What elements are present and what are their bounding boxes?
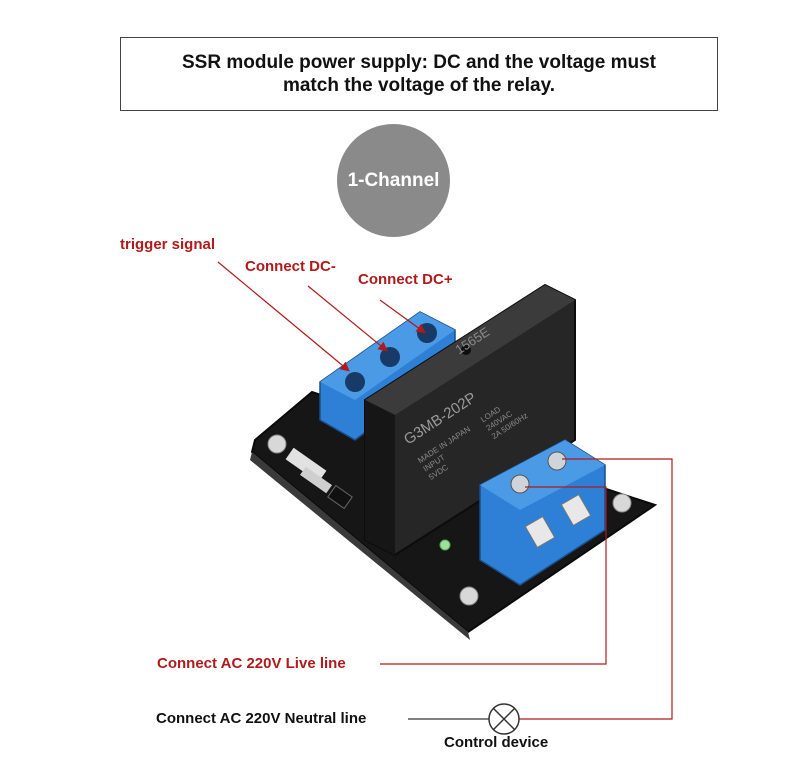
relay-body: G3MB-202P 1565E MADE IN JAPAN INPUT 5VDC… [364, 283, 576, 557]
header-text: SSR module power supply: DC and the volt… [159, 51, 679, 97]
mount-hole-icon [267, 434, 287, 454]
neutral-line-wire [519, 458, 673, 720]
connect-dc-minus-label: Connect DC- [245, 258, 336, 275]
trigger-signal-label: trigger signal [120, 236, 216, 253]
mount-hole-icon [459, 586, 479, 606]
led-icon [439, 539, 451, 551]
dc-minus-arrow [307, 285, 388, 352]
live-line-wire [380, 486, 607, 665]
dc-plus-arrow [379, 299, 426, 334]
channel-badge-label: 1-Channel [347, 169, 440, 191]
mount-hole-icon [612, 493, 632, 513]
header-line-1: SSR module power supply: DC and the volt… [182, 52, 656, 73]
ac-neutral-label: Connect AC 220V Neutral line [156, 710, 367, 727]
screw-icon [547, 451, 567, 471]
screw-icon [380, 347, 400, 367]
screw-icon [345, 372, 365, 392]
channel-badge: 1-Channel [337, 124, 450, 237]
ac-live-label: Connect AC 220V Live line [157, 655, 346, 672]
control-device-label: Control device [444, 734, 549, 751]
output-terminal [479, 439, 606, 586]
connect-dc-plus-label: Connect DC+ [358, 271, 453, 288]
trigger-arrow [217, 261, 350, 372]
header-box: SSR module power supply: DC and the volt… [120, 37, 718, 111]
control-device-icon [488, 703, 520, 735]
screw-icon [417, 323, 437, 343]
screw-icon [510, 474, 530, 494]
header-line-2: match the voltage of the relay. [282, 75, 556, 96]
